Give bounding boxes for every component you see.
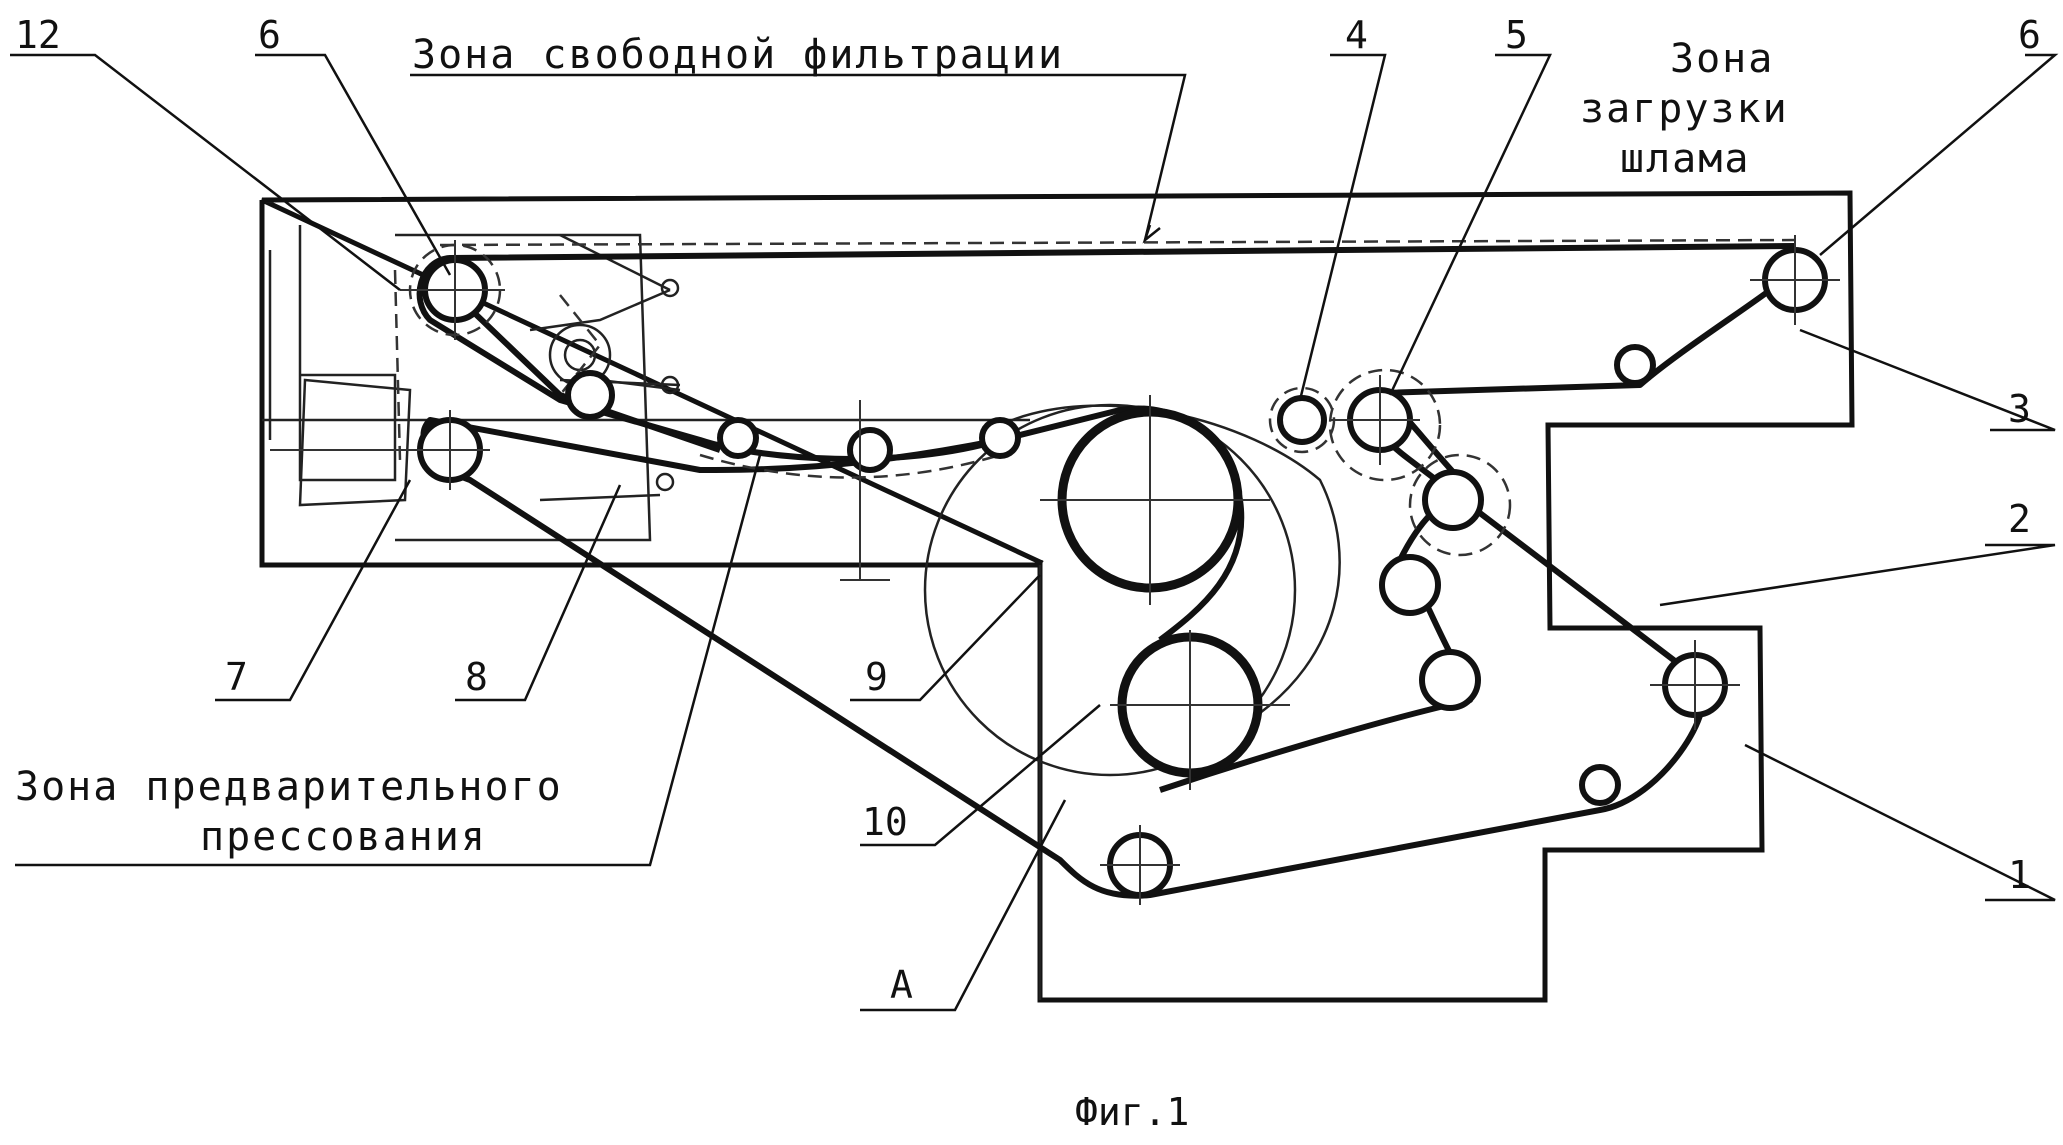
label-2: 2 [2008,497,2031,541]
label-6-right: 6 [2018,13,2041,57]
roller-4 [1280,398,1324,442]
zone-pre-pressing-1: Зона предварительного [15,764,563,810]
roller-small-3 [982,420,1018,456]
zone-sludge-loading-1: Зона [1670,36,1774,82]
label-4: 4 [1345,13,1368,57]
roller-chain-2 [1382,557,1438,613]
rollers [410,245,1825,895]
label-7: 7 [225,655,248,699]
roller-chain-3 [1422,652,1478,708]
label-10: 10 [862,800,908,844]
roller-chain-1 [1425,472,1481,528]
figure-caption: Фиг.1 [1075,1090,1189,1134]
label-12: 12 [15,13,61,57]
roller-lower-right [1582,767,1618,803]
machine-frame [262,193,1852,1000]
label-5: 5 [1505,13,1528,57]
zone-free-filtration: Зона свободной фильтрации [412,32,1064,78]
zone-pre-pressing-2: прессования [200,814,487,860]
label-A: A [890,963,913,1007]
zone-sludge-loading-3: шлама [1620,136,1750,182]
roller-small-2 [850,430,890,470]
label-6-left: 6 [258,13,281,57]
roller-small-1 [720,420,756,456]
label-9: 9 [865,655,888,699]
roller-press-left [568,373,612,417]
roller-3-tension [1617,347,1653,383]
label-1: 1 [2008,853,2031,897]
zone-sludge-loading-2: загрузки [1580,86,1789,132]
label-8: 8 [465,655,488,699]
label-3: 3 [2008,387,2031,431]
